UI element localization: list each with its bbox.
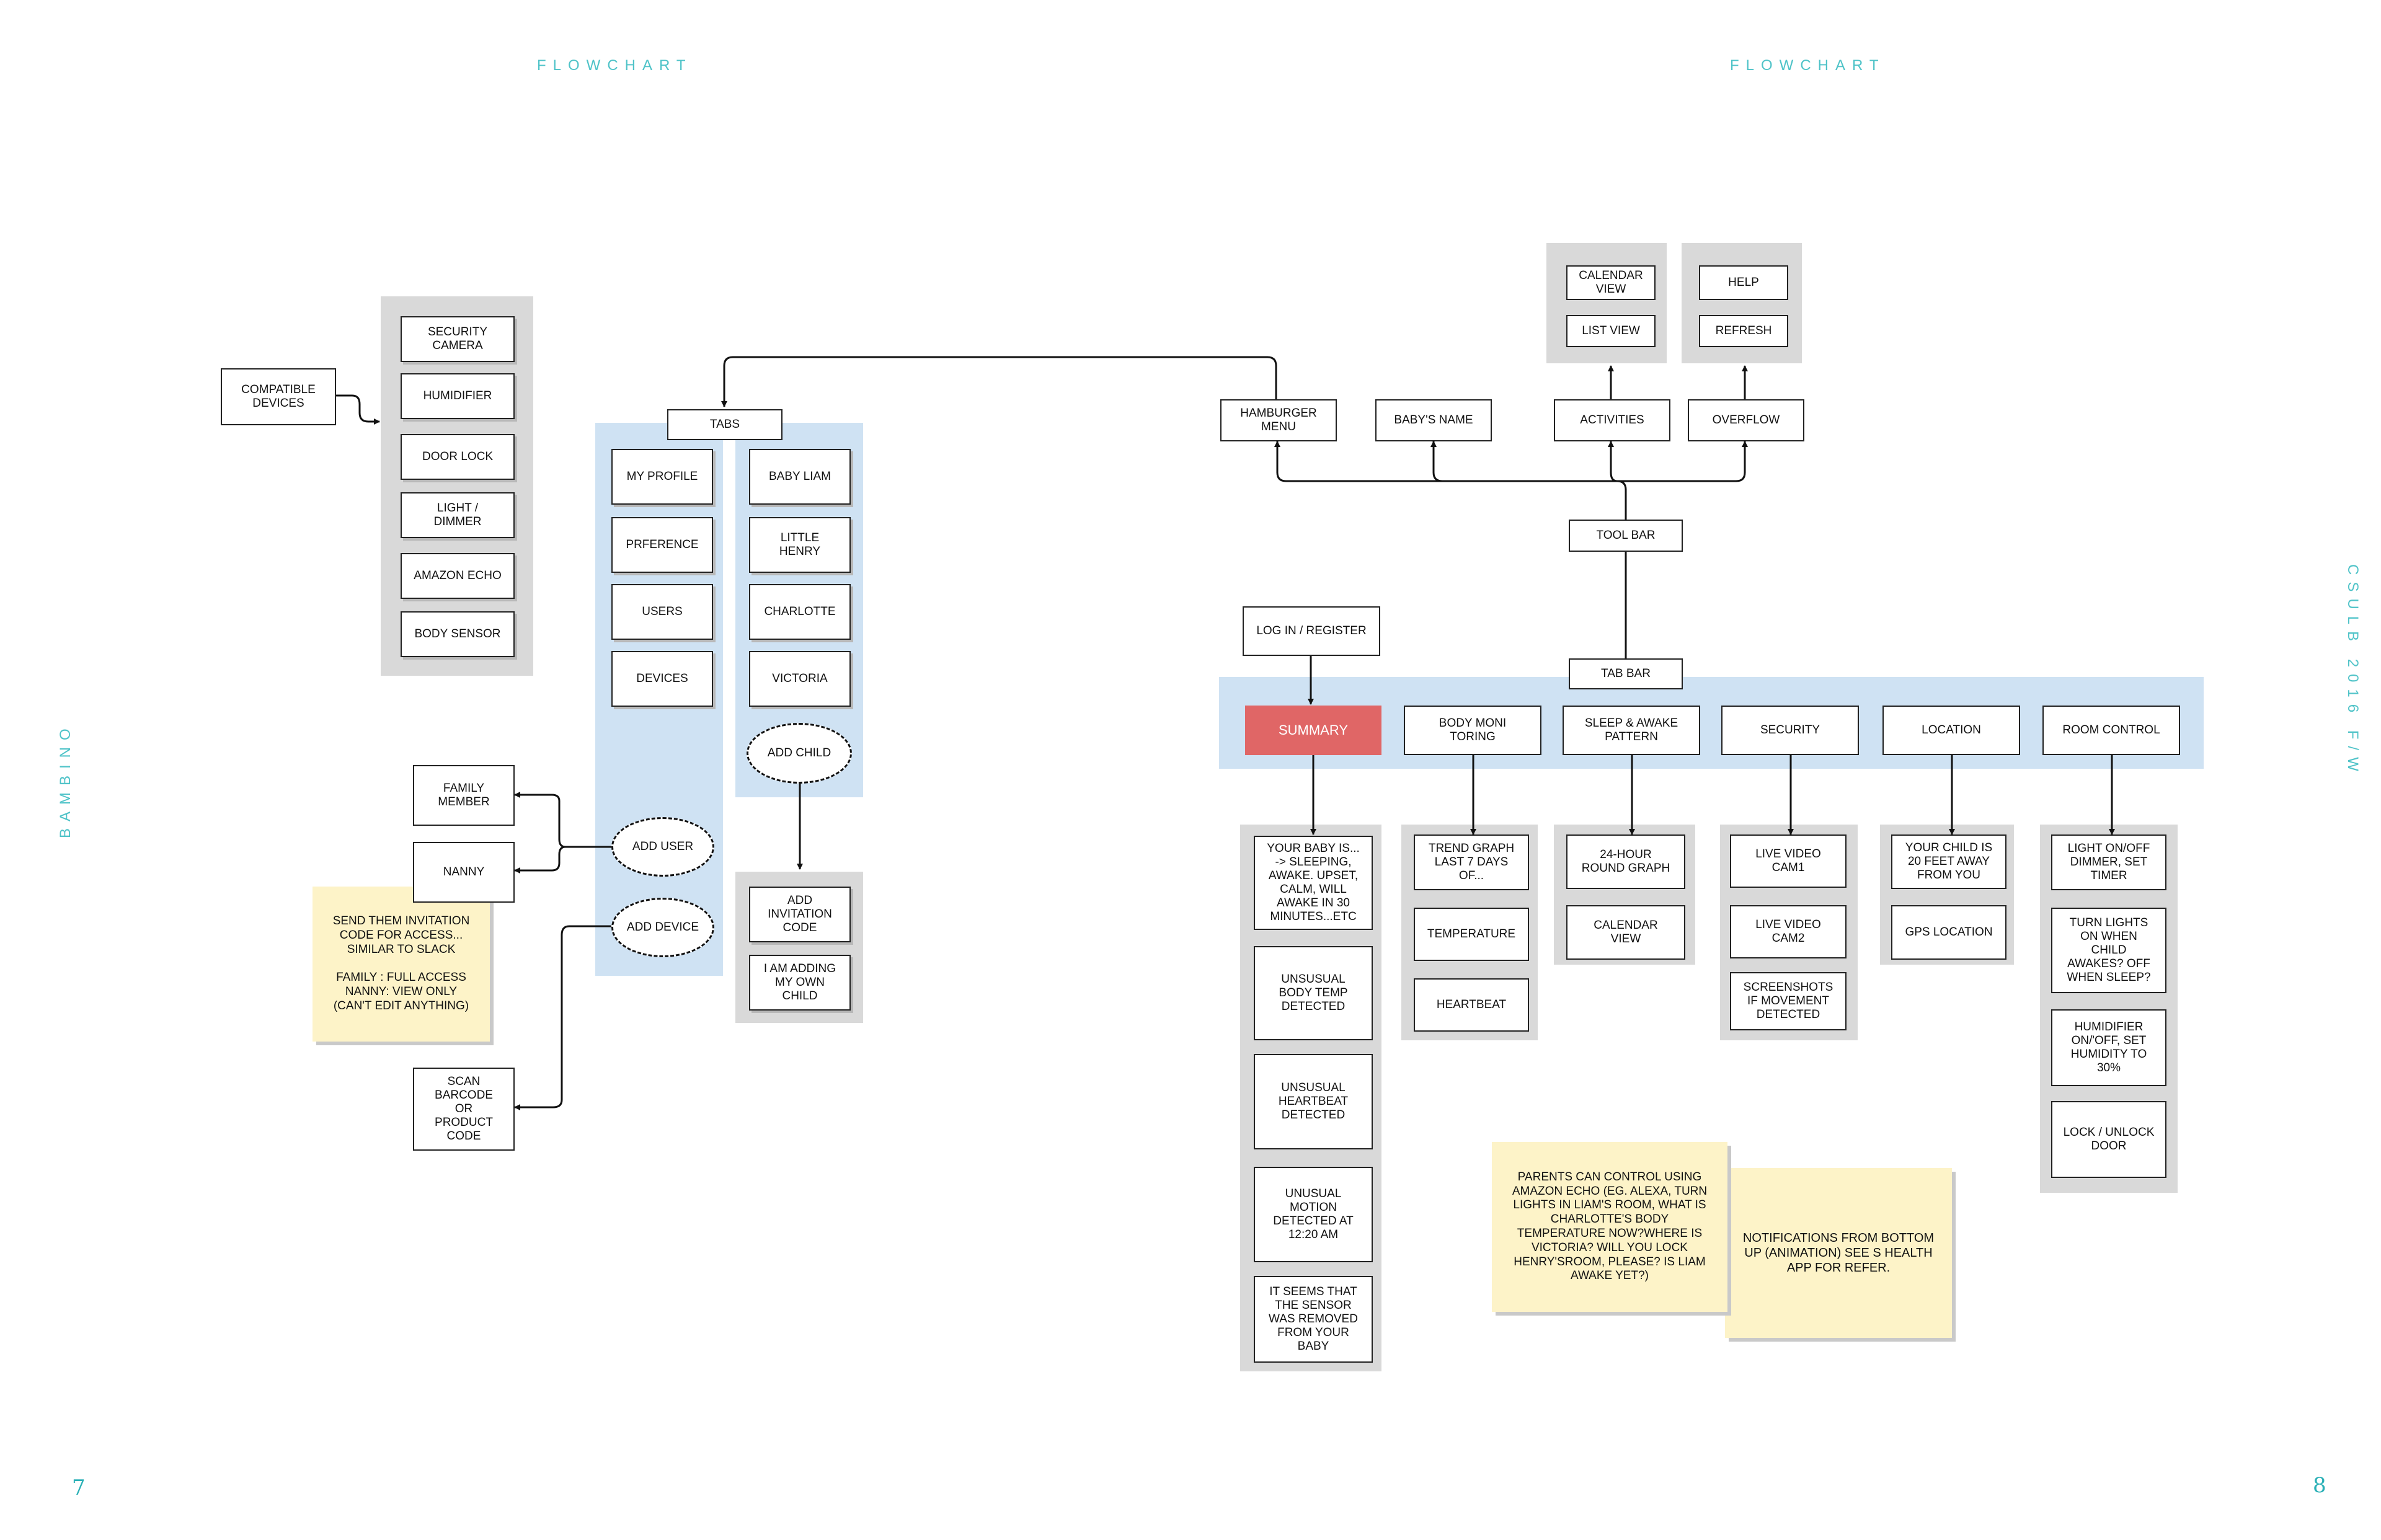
tab-my-profile: MY PROFILE (611, 449, 713, 505)
security-cam2: LIVE VIDEO CAM2 (1730, 905, 1847, 958)
notifications-note: NOTIFICATIONS FROM BOTTOM UP (ANIMATION)… (1725, 1168, 1952, 1338)
tab-body-monitoring: BODY MONI TORING (1404, 706, 1541, 755)
tabs-node: TABS (667, 409, 783, 440)
add-child-node: ADD CHILD (747, 723, 852, 784)
tab-location: LOCATION (1882, 706, 2020, 755)
sleep-calendar-view: CALENDAR VIEW (1566, 905, 1685, 960)
device-door-lock: DOOR LOCK (401, 434, 515, 480)
device-body-sensor: BODY SENSOR (401, 611, 515, 657)
nanny-node: NANNY (413, 842, 515, 903)
tab-room-control: ROOM CONTROL (2042, 706, 2180, 755)
room-lock-door: LOCK / UNLOCK DOOR (2051, 1101, 2166, 1178)
child-charlotte: CHARLOTTE (749, 584, 851, 640)
activities-node: ACTIVITIES (1554, 399, 1670, 441)
location-distance: YOUR CHILD IS 20 FEET AWAY FROM YOU (1891, 834, 2006, 889)
sleep-24h-graph: 24-HOUR ROUND GRAPH (1566, 834, 1685, 889)
summary-sensor-removed: IT SEEMS THAT THE SENSOR WAS REMOVED FRO… (1254, 1276, 1373, 1363)
body-heartbeat: HEARTBEAT (1414, 978, 1529, 1032)
location-gps: GPS LOCATION (1891, 905, 2006, 960)
page-number-left: 7 (72, 1476, 86, 1500)
add-invitation-code: ADD INVITATION CODE (749, 887, 851, 942)
summary-heartbeat: UNSUSUAL HEARTBEAT DETECTED (1254, 1054, 1373, 1149)
page-header-left: FLOWCHART (537, 57, 693, 74)
room-humidifier: HUMIDIFIER ON/'OFF, SET HUMIDITY TO 30% (2051, 1009, 2166, 1086)
babys-name-node: BABY'S NAME (1375, 399, 1492, 441)
refresh-option: REFRESH (1699, 315, 1788, 347)
invitation-note: SEND THEM INVITATION CODE FOR ACCESS... … (313, 887, 490, 1042)
tab-devices: DEVICES (611, 651, 713, 707)
device-humidifier: HUMIDIFIER (401, 373, 515, 419)
page-number-right: 8 (2313, 1473, 2326, 1498)
tab-security: SECURITY (1721, 706, 1859, 755)
tab-bar-node: TAB BAR (1569, 658, 1683, 689)
summary-body-temp: UNSUSUAL BODY TEMP DETECTED (1254, 946, 1373, 1040)
room-auto-lights: TURN LIGHTS ON WHEN CHILD AWAKES? OFF WH… (2051, 908, 2166, 993)
summary-baby-status: YOUR BABY IS... -> SLEEPING, AWAKE. UPSE… (1254, 836, 1373, 930)
help-option: HELP (1699, 265, 1788, 300)
adding-own-child: I AM ADDING MY OWN CHILD (749, 955, 851, 1011)
body-trend-graph: TREND GRAPH LAST 7 DAYS OF... (1414, 834, 1529, 890)
device-security-camera: SECURITY CAMERA (401, 316, 515, 362)
child-little-henry: LITTLE HENRY (749, 517, 851, 573)
page-header-right: FLOWCHART (1730, 57, 1886, 74)
child-baby-liam: BABY LIAM (749, 449, 851, 505)
tool-bar-node: TOOL BAR (1569, 520, 1683, 552)
scan-barcode-node: SCAN BARCODE OR PRODUCT CODE (413, 1068, 515, 1151)
security-screenshots: SCREENSHOTS IF MOVEMENT DETECTED (1730, 972, 1847, 1030)
device-light-dimmer: LIGHT / DIMMER (401, 492, 515, 538)
tab-summary: SUMMARY (1245, 706, 1381, 755)
compatible-devices-node: COMPATIBLE DEVICES (221, 368, 336, 425)
tab-sleep-awake: SLEEP & AWAKE PATTERN (1563, 706, 1700, 755)
device-amazon-echo: AMAZON ECHO (401, 553, 515, 599)
tab-preference: PRFERENCE (611, 517, 713, 573)
body-temperature: TEMPERATURE (1414, 908, 1529, 961)
security-cam1: LIVE VIDEO CAM1 (1730, 834, 1847, 888)
list-view-option: LIST VIEW (1566, 315, 1656, 347)
room-light: LIGHT ON/OFF DIMMER, SET TIMER (2051, 834, 2166, 890)
family-member-node: FAMILY MEMBER (413, 765, 515, 826)
calendar-view-option: CALENDAR VIEW (1566, 265, 1656, 300)
amazon-echo-note: PARENTS CAN CONTROL USING AMAZON ECHO (E… (1492, 1142, 1727, 1312)
login-register-node: LOG IN / REGISTER (1243, 606, 1380, 656)
tab-bar-panel (1219, 677, 2204, 769)
child-victoria: VICTORIA (749, 651, 851, 707)
summary-motion: UNUSUAL MOTION DETECTED AT 12:20 AM (1254, 1167, 1373, 1262)
add-user-node: ADD USER (611, 817, 714, 877)
hamburger-menu-node: HAMBURGER MENU (1220, 399, 1337, 441)
overflow-node: OVERFLOW (1688, 399, 1804, 441)
tab-users: USERS (611, 584, 713, 640)
add-device-node: ADD DEVICE (611, 898, 714, 957)
